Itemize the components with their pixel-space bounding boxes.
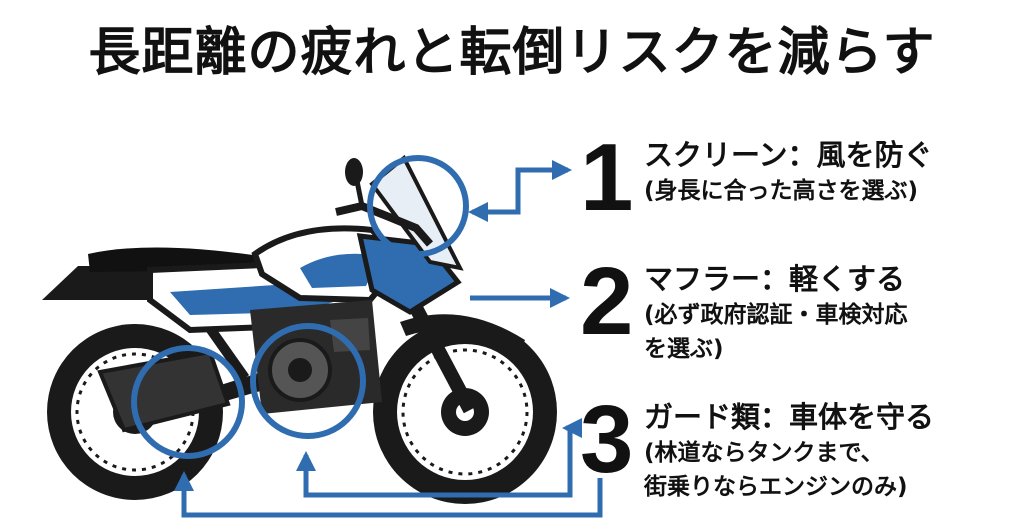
item-number: 1	[580, 124, 634, 231]
item-heading: ガード類：車体を守る	[644, 400, 935, 434]
item-note-line: (身長に合った高さを選ぶ)	[644, 178, 919, 204]
item-heading: マフラー：軽くする	[644, 262, 906, 296]
item-note-line: (必ず政府認証・車検対応	[644, 302, 908, 328]
engine	[250, 300, 382, 414]
item-note: (林道ならタンクまで、 街乗りならエンジンのみ)	[644, 436, 908, 504]
item-note-line: を選ぶ)	[644, 336, 724, 362]
item-note: (必ず政府認証・車検対応 を選ぶ)	[644, 298, 908, 366]
item-number: 3	[580, 386, 634, 493]
muffler-highlight-circle	[131, 345, 245, 459]
connector-arrow-3b	[174, 471, 603, 518]
mirror	[345, 158, 363, 186]
item-number: 2	[580, 248, 634, 355]
item-note: (身長に合った高さを選ぶ)	[644, 174, 918, 208]
page-title: 長距離の疲れと転倒リスクを減らす	[88, 23, 936, 83]
connector-arrow-3a	[296, 418, 582, 498]
handlebar	[335, 201, 434, 247]
item-note-line: (林道ならタンクまで、	[644, 440, 884, 466]
screen-highlight-circle	[367, 155, 469, 257]
item-heading: スクリーン：風を防ぐ	[644, 138, 933, 172]
front-fender	[400, 314, 525, 352]
connector-arrow-1	[468, 160, 572, 222]
fuel-tank-accent	[300, 253, 380, 288]
item-note-line: 街乗りならエンジンのみ)	[644, 474, 908, 500]
